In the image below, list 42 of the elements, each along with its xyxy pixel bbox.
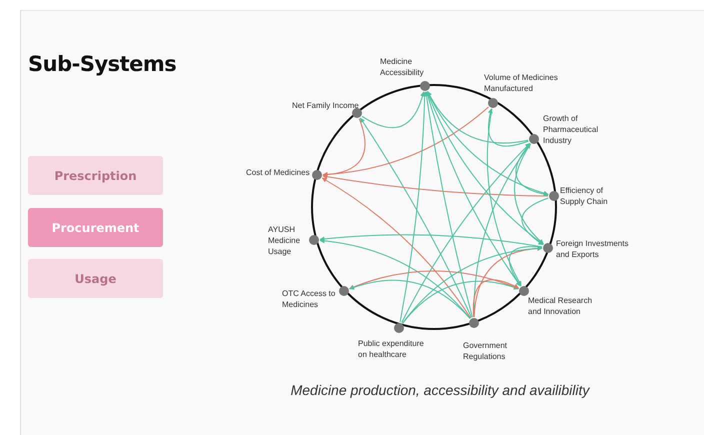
tab-button: Usage bbox=[28, 259, 163, 298]
node-label: OTC Access to Medicines bbox=[282, 288, 336, 310]
arrow bbox=[488, 108, 529, 147]
node-label: Cost of Medicines bbox=[246, 167, 311, 178]
arrow bbox=[402, 246, 542, 324]
node-label: Growth of Pharmaceutical Industry bbox=[543, 113, 600, 146]
arrow bbox=[322, 174, 548, 196]
arrow bbox=[486, 108, 522, 286]
arrow bbox=[322, 118, 366, 177]
arrow bbox=[472, 279, 520, 318]
arrow bbox=[349, 270, 519, 290]
node-label: Net Family Income bbox=[292, 100, 360, 111]
heading: Sub-Systems bbox=[28, 52, 176, 76]
caption: Medicine production, accessibility and availibility bbox=[290, 382, 591, 398]
arrow bbox=[424, 91, 473, 318]
arrow bbox=[320, 234, 543, 248]
arrow bbox=[360, 118, 472, 318]
arrow bbox=[401, 142, 530, 324]
arrow bbox=[349, 280, 470, 319]
arrow bbox=[322, 106, 489, 177]
node-label: AYUSH Medicine Usage bbox=[268, 224, 302, 257]
arrow bbox=[522, 198, 549, 246]
node-label: Medicine Accessibility bbox=[380, 56, 425, 78]
arrow bbox=[322, 178, 472, 318]
tab-button: Prescription bbox=[28, 156, 163, 195]
node-label: Efficiency of Supply Chain bbox=[560, 185, 609, 207]
arrow bbox=[320, 238, 471, 319]
arrow bbox=[427, 90, 529, 144]
arrow bbox=[427, 90, 549, 196]
arrow bbox=[402, 280, 519, 324]
node-label: Volume of Medicines Manufactured bbox=[484, 72, 559, 94]
node-label: Government Regulations bbox=[463, 340, 508, 362]
arrow bbox=[426, 91, 521, 287]
arrow bbox=[426, 91, 544, 245]
tab-button: Procurement bbox=[28, 208, 163, 247]
node-label: Medical Research and Innovation bbox=[528, 295, 594, 317]
arrow bbox=[362, 91, 425, 128]
arrow bbox=[508, 246, 542, 286]
node-label: Public expenditure on healthcare bbox=[358, 338, 425, 360]
arrow bbox=[514, 144, 544, 244]
arrow bbox=[400, 92, 428, 323]
node-label: Foreign Investments and Exports bbox=[556, 238, 630, 260]
